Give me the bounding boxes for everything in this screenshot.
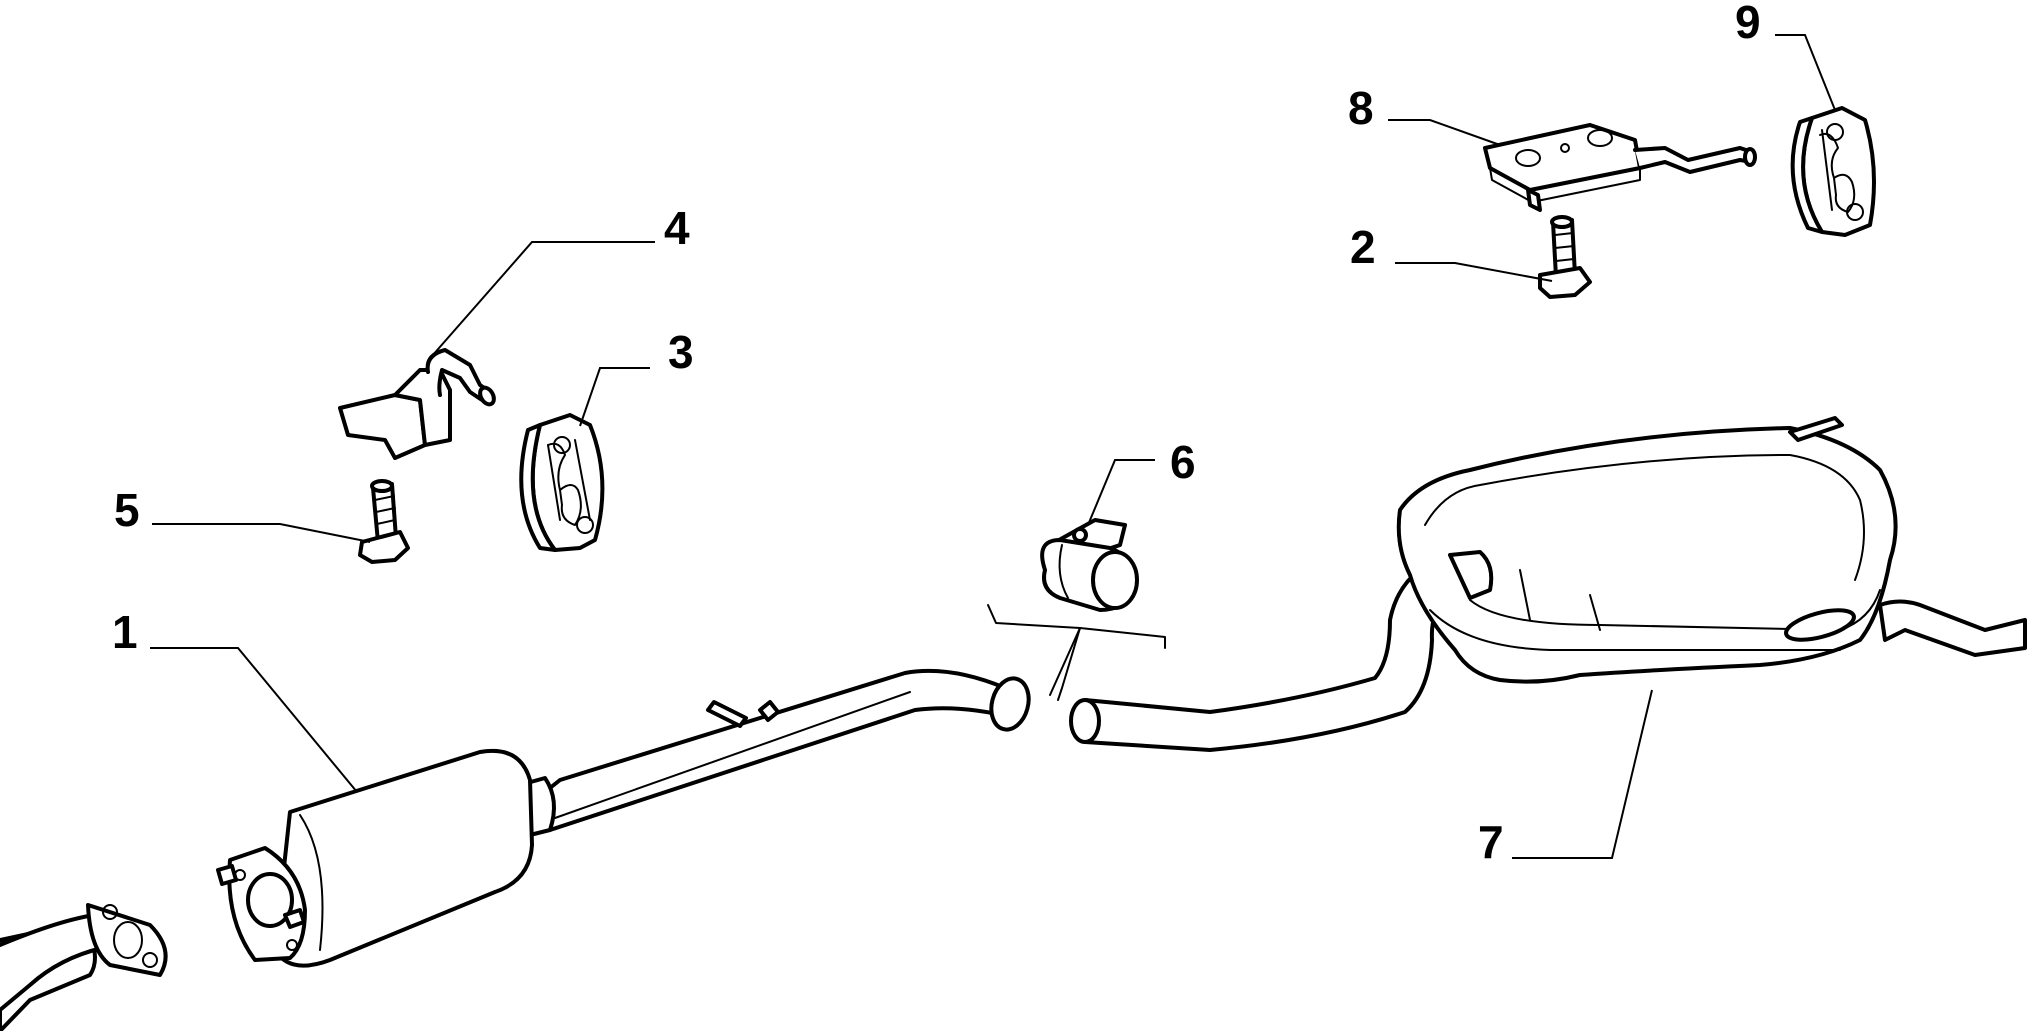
leader-9 <box>1775 34 1836 111</box>
part-1-dpf-front-pipe <box>216 668 1031 968</box>
leader-7 <box>1512 689 1653 859</box>
callout-labels: 1 2 3 4 5 6 7 8 9 <box>112 0 1761 868</box>
front-pipe-stub <box>0 903 168 1031</box>
leader-2 <box>1395 262 1553 282</box>
callout-4: 4 <box>664 202 690 254</box>
callout-5: 5 <box>114 484 140 536</box>
part-7-rear-silencer <box>1069 416 2027 752</box>
part-5-bolt <box>358 479 410 564</box>
leader-8 <box>1388 119 1501 146</box>
part-9-rubber-mount <box>1790 106 1876 237</box>
part-6-clamp <box>1040 518 1139 612</box>
leader-6 <box>1087 459 1155 526</box>
callout-6: 6 <box>1170 436 1196 488</box>
joint-gap-indicator-branch <box>1049 627 1081 696</box>
callout-3: 3 <box>668 326 694 378</box>
callout-2: 2 <box>1350 221 1376 273</box>
part-8-rear-bracket <box>1483 123 1757 212</box>
part-2-bolt <box>1538 215 1592 299</box>
part-4-hanger-bracket <box>338 348 496 460</box>
leader-5 <box>152 523 371 543</box>
part-3-rubber-mount <box>519 413 605 552</box>
callout-8: 8 <box>1348 82 1374 134</box>
leader-3 <box>579 367 650 427</box>
leader-1 <box>150 647 358 793</box>
leader-4 <box>431 241 655 357</box>
callout-9: 9 <box>1735 0 1761 48</box>
callout-7: 7 <box>1478 816 1504 868</box>
callout-1: 1 <box>112 606 138 658</box>
leader-lines <box>150 34 1836 859</box>
